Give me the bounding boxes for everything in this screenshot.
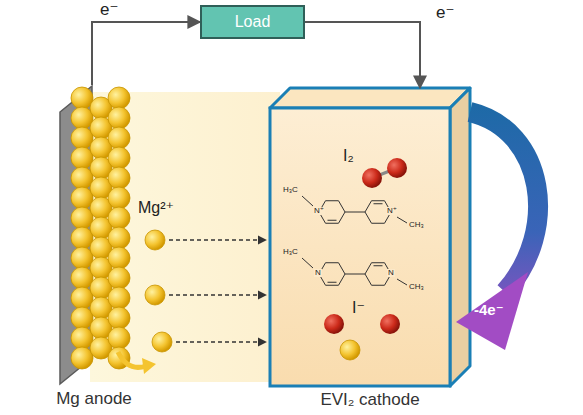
electron-arc: [470, 112, 538, 292]
box-label: Load: [235, 13, 271, 31]
illustration-part: [108, 187, 130, 209]
illustration-part: [71, 287, 93, 309]
illustration-part: [108, 247, 130, 269]
cathode-electrode: EVI₂ cathode: [270, 88, 470, 386]
illustration-part: [71, 147, 93, 169]
illustration-part: [71, 127, 93, 149]
illustration-part: [176, 341, 266, 342]
electron-arc-head: [456, 272, 528, 350]
illustration-part: [71, 247, 93, 269]
illustration-part: [374, 203, 383, 204]
illustration-part: [328, 282, 337, 283]
illustration-part: [108, 267, 130, 289]
illustration-part: [108, 227, 130, 249]
mg-ions: [145, 230, 360, 360]
group-label: H₃C: [283, 186, 298, 194]
illustration-part: [302, 196, 313, 206]
illustration-part: [108, 87, 130, 109]
illustration-part: [71, 107, 93, 129]
illustration-part: [169, 239, 266, 240]
electron-label: e⁻: [100, 1, 118, 18]
cathode-top: [270, 88, 470, 108]
illustration-part: [108, 307, 130, 329]
illustration-part: [145, 230, 165, 250]
illustration-part: [71, 227, 93, 249]
atom-label: N⁺: [386, 207, 398, 215]
illustration-part: [71, 87, 93, 109]
electrode-label: Mg anode: [56, 389, 132, 409]
illustration-part: [328, 220, 337, 221]
atom-label: N: [387, 269, 395, 277]
illustration-part: [108, 207, 130, 229]
anode-slab: [60, 86, 92, 384]
mg-atoms: [71, 87, 130, 369]
iodine-molecule: [362, 158, 407, 188]
anode-electrode: Mg anode: [58, 85, 130, 385]
illustration-part: [374, 265, 383, 266]
illustration-part: [387, 158, 407, 178]
illustration-part: [71, 267, 93, 289]
electron-count: -4e⁻: [474, 302, 504, 317]
atom-label: N⁺: [313, 207, 325, 215]
illustration-part: [71, 347, 93, 369]
iodide-ions: [324, 314, 400, 334]
illustration-part: [397, 217, 407, 223]
illustration-part: [71, 207, 93, 229]
illustration-part: [340, 340, 360, 360]
illustration-part: [169, 294, 266, 295]
illustration-part: [108, 107, 130, 129]
mg-ion-arrows: [169, 240, 266, 342]
wire: [92, 22, 200, 85]
cathode-side: [450, 88, 470, 386]
illustration-part: [345, 212, 365, 213]
illustration-part: [71, 167, 93, 189]
group-label: H₃C: [283, 248, 298, 256]
electron-label: e⁻: [436, 4, 454, 21]
illustration-part: [108, 147, 130, 169]
group-label: CH₃: [409, 221, 424, 229]
illustration-part: [108, 127, 130, 149]
atom-label: N: [314, 269, 322, 277]
ion-label: Mg²⁺: [138, 200, 174, 216]
viologen-structures: [302, 196, 407, 285]
illustration-part: [397, 279, 407, 285]
illustration-part: [319, 263, 345, 286]
illustration-part: [108, 167, 130, 189]
release-arrow-head: [142, 358, 156, 374]
release-arrow: [118, 352, 146, 367]
illustration-part: [380, 314, 400, 334]
ion-label: I⁻: [352, 300, 365, 316]
illustration-part: [71, 327, 93, 349]
illustration-part: [108, 287, 130, 309]
illustration-part: [152, 332, 172, 352]
electrolyte-region: [90, 92, 280, 382]
illustration-part: [324, 314, 344, 334]
illustration-part: [71, 187, 93, 209]
illustration-part: [362, 168, 382, 188]
cathode-front: [270, 108, 450, 386]
illustration-part: [108, 327, 130, 349]
illustration-part: [345, 274, 365, 275]
electrode-label: EVI₂ cathode: [320, 390, 419, 410]
illustration-part: [71, 307, 93, 329]
wire: [305, 22, 420, 88]
illustration-part: [145, 285, 165, 305]
load-box: Load: [200, 5, 305, 39]
group-label: CH₃: [409, 283, 424, 291]
molecule-label: I₂: [343, 148, 354, 164]
illustration-part: [302, 258, 313, 268]
